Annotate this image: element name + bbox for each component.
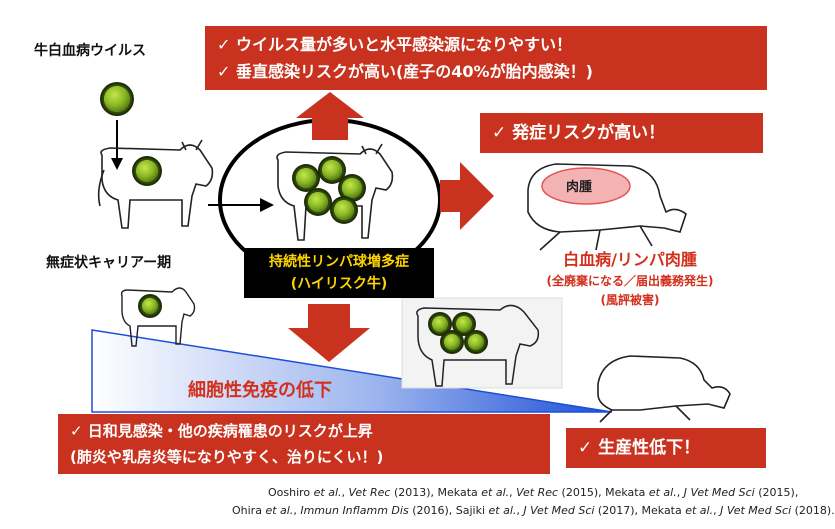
opportunistic-risk-box: ✓ 日和見感染・他の疾病罹患のリスクが上昇 (肺炎や乳房炎等になりやすく、治りに… [58,414,550,474]
citation-segment: (2018). [791,504,835,517]
top-risk-line-2: ✓ 垂直感染リスクが高い(産子の40%が胎内感染！) [217,62,593,81]
citation-segment: Vet Rec [516,486,559,499]
citation-segment: , [509,486,517,499]
virus-particle-pl-3 [342,178,362,198]
immunity-decline-label: 細胞性免疫の低下 [188,380,332,401]
citation-segment: Ooshiro [268,486,314,499]
citation-segment: et al. [313,486,342,499]
opportunistic-line-2: (肺炎や乳房炎等になりやすく、治りにくい！) [70,448,384,466]
citation-line-1: Ooshiro et al., Vet Rec (2013), Mekata e… [268,486,798,499]
leukemia-sub-2: (風評被害) [600,293,660,307]
citation-segment: , [293,504,301,517]
pl-label-line-1: 持続性リンパ球増多症 [269,254,409,270]
virus-particle-pl-5 [334,200,354,220]
leukemia-sub-1: (全廃棄になる／届出義務発生) [546,274,714,288]
virus-particle-thin-1 [432,316,448,332]
virus-particle-thin-4 [468,334,484,350]
asymptomatic-label: 無症状キャリアー期 [46,255,172,271]
citation-segment: Vet Rec [348,486,391,499]
onset-risk-text: ✓ 発症リスクが高い！ [492,123,666,143]
lying-cow-drawing [597,355,731,423]
citation-segment: Immun Inflamm Dis [300,504,409,517]
citation-segment: et al. [685,504,714,517]
diagram-canvas [91,92,731,423]
citation-segment: (2017), Mekata [594,504,686,517]
citation-segment: Ohira [232,504,266,517]
pl-label-line-2: (ハイリスク牛) [290,276,388,292]
virus-particle-pl-1 [296,168,316,188]
asymptomatic-cow-drawing [97,139,214,229]
citation-segment: J Vet Med Sci [523,504,595,517]
citation-segment: , [676,486,684,499]
citation-segment: et al. [481,486,510,499]
virus-particle-free [104,86,130,112]
lymphoma-cow-drawing [527,163,687,251]
pl-cow-drawing [276,143,394,241]
top-risk-box: ✓ ウイルス量が多いと水平感染源になりやすい！ ✓ 垂直感染リスクが高い(産子の… [205,26,767,90]
productivity-text: ✓ 生産性低下！ [578,438,701,458]
citation-segment: J Vet Med Sci [683,486,755,499]
infection-arrow-head [111,158,123,170]
lymphoma-tag: 肉腫 [566,180,593,195]
immunity-decline-wedge [91,329,613,413]
citation-segment: , [341,486,349,499]
citation-segment: J Vet Med Sci [720,504,792,517]
lymphoma-highlight [541,167,631,205]
citation-segment: et al. [648,486,677,499]
citation-segment: (2013), Mekata [390,486,482,499]
virus-particle-pl-2 [322,160,342,180]
arrow-down [288,304,370,362]
small-cow-drawing [120,287,196,347]
citation-segment: et al. [488,504,517,517]
arrow-right [440,162,494,230]
virus-particle-thin-2 [456,316,472,332]
progression-arrow-head [260,198,274,212]
citation-segment: (2016), Sajiki [408,504,489,517]
virus-particle-thin-3 [444,334,460,350]
citation-segment: et al. [265,504,294,517]
citation-segment: , [713,504,721,517]
productivity-box: ✓ 生産性低下！ [566,428,766,468]
virus-particle-small-cow [142,298,158,314]
virus-particle-pl-4 [308,192,328,212]
arrow-up [296,92,364,140]
citation-line-2: Ohira et al., Immun Inflamm Dis (2016), … [232,504,835,517]
pl-label-box: 持続性リンパ球増多症 (ハイリスク牛) [244,248,434,298]
virus-particle-cow1 [136,160,158,182]
citation-segment: (2015), Mekata [558,486,649,499]
citation-segment: (2015), [754,486,799,499]
opportunistic-line-1: ✓ 日和見感染・他の疾病罹患のリスクが上昇 [70,422,373,440]
citation-segment: , [516,504,524,517]
virus-name-label: 牛白血病ウイルス [34,43,146,59]
leukemia-title: 白血病/リンパ肉腫 [563,250,697,269]
onset-risk-box: ✓ 発症リスクが高い！ [480,113,763,153]
top-risk-line-1: ✓ ウイルス量が多いと水平感染源になりやすい！ [217,35,572,54]
